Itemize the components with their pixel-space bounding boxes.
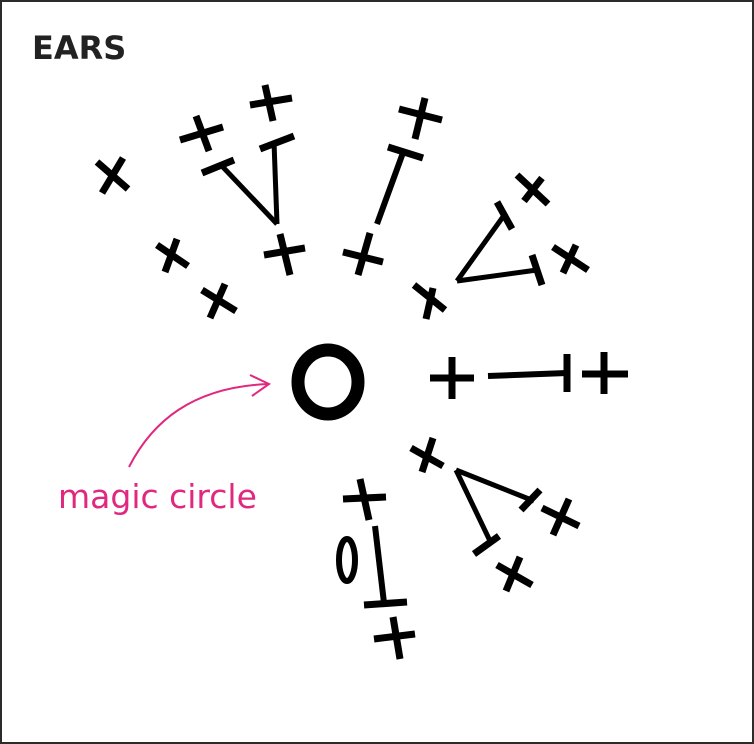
increase-stitch-group-bottom-right	[409, 436, 581, 593]
increase-stitch-group-top-right	[411, 172, 590, 320]
single-crochet-icon	[200, 282, 238, 320]
magic-ring-icon	[291, 343, 365, 421]
chain-stitch-icon	[336, 536, 358, 584]
half-double-crochet-bottom	[342, 478, 416, 660]
half-double-crochet-right	[430, 352, 628, 399]
half-double-crochet-top	[342, 97, 443, 276]
single-crochet-icon	[94, 156, 131, 195]
magic-circle-arrow-icon	[128, 374, 271, 468]
magic-circle-label: magic circle	[58, 477, 257, 516]
diagram-title: EARS	[32, 29, 127, 67]
single-crochet-icon	[155, 237, 190, 274]
increase-stitch-group-top-left	[178, 84, 306, 276]
